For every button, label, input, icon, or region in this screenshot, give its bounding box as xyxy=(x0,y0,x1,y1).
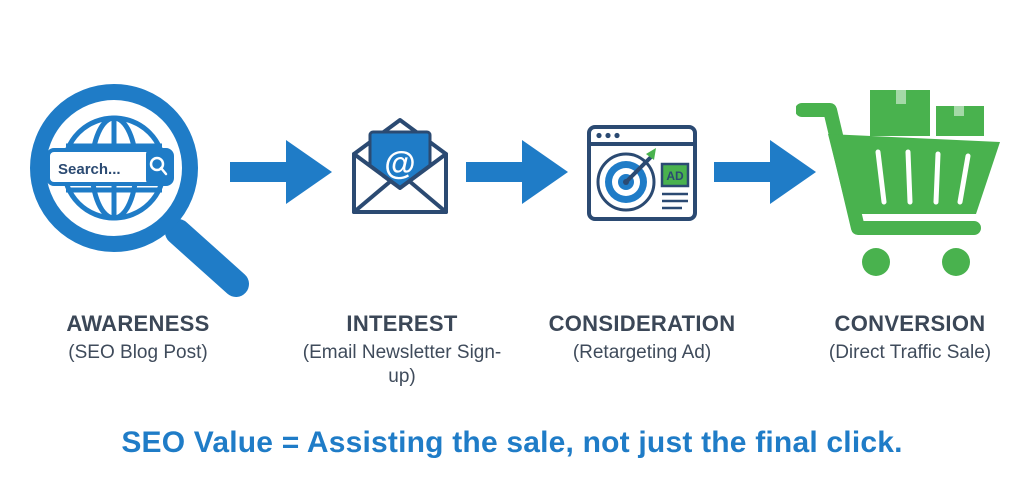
stage-title: CONSIDERATION xyxy=(548,311,736,336)
stage-title: INTEREST xyxy=(346,311,458,336)
stage-conversion: CONVERSION (Direct Traffic Sale) xyxy=(800,311,1020,365)
stage-subtitle: (SEO Blog Post) xyxy=(68,342,208,363)
stage-subtitle: (Email Newsletter Sign-up) xyxy=(302,342,502,387)
email-envelope-icon: @ xyxy=(352,118,448,214)
flow-arrow xyxy=(230,140,332,204)
stage-consideration: CONSIDERATION (Retargeting Ad) xyxy=(532,311,752,365)
flow-arrow xyxy=(466,140,568,204)
stage-title: AWARENESS xyxy=(66,311,210,336)
flow-arrow xyxy=(714,140,816,204)
stage-interest: INTEREST (Email Newsletter Sign-up) xyxy=(292,311,512,389)
stage-subtitle: (Direct Traffic Sale) xyxy=(828,342,992,363)
magnifier-globe-icon: Search... xyxy=(30,84,249,297)
stage-title: CONVERSION xyxy=(834,311,986,336)
ad-label: AD xyxy=(666,169,684,183)
at-symbol: @ xyxy=(384,145,415,181)
search-bar-text: Search... xyxy=(58,161,121,178)
stage-awareness: AWARENESS (SEO Blog Post) xyxy=(28,311,248,365)
summary-statement: SEO Value = Assisting the sale, not just… xyxy=(121,426,903,459)
stage-subtitle: (Retargeting Ad) xyxy=(572,342,712,363)
target-ad-browser-icon: AD xyxy=(587,125,697,221)
shopping-cart-icon xyxy=(796,90,1000,276)
